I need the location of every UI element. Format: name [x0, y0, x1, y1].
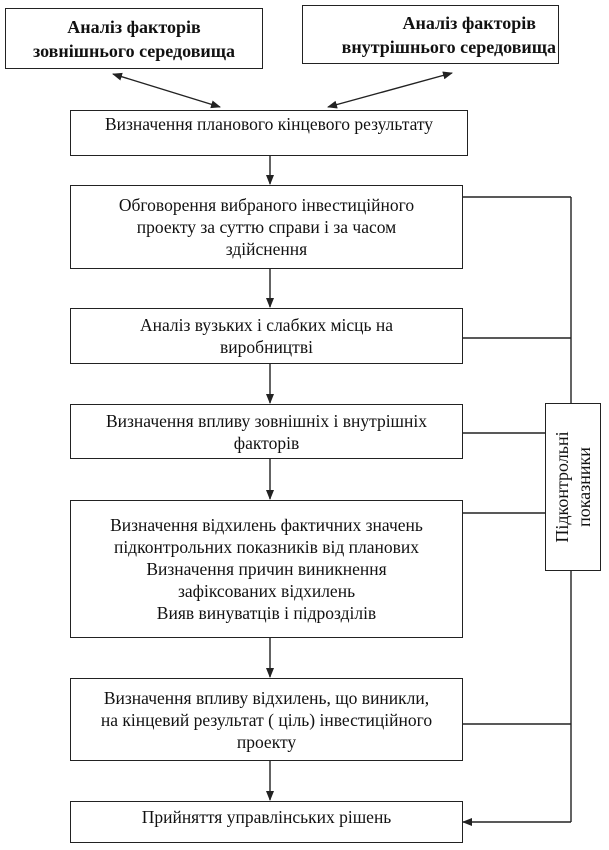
box-text-line: на кінцевий результат ( ціль) інвестицій… — [100, 709, 433, 730]
arrow-internal-to-plan — [327, 71, 453, 109]
arrow-external-to-plan — [112, 72, 221, 109]
box-text-line: показники — [574, 447, 594, 527]
box-text-line: Визначення планового кінцевого результат… — [104, 114, 434, 134]
box-text-line: Аналіз факторів — [402, 12, 536, 33]
box-text-line: Визначення впливу відхилень, що виникли, — [103, 687, 430, 708]
box-text-line: Аналіз факторів — [67, 16, 201, 37]
box-text-line: Визначення причин виникнення — [146, 559, 387, 579]
box-text-line: Вияв винуватців і підрозділів — [156, 603, 377, 623]
step-planned-result: Визначення планового кінцевого результат… — [70, 110, 468, 156]
box-text-line: факторів — [233, 432, 300, 453]
box-text-line: Аналіз вузьких і слабких місць на — [139, 315, 394, 335]
controlled-indicators-box: Підконтрольні показники — [545, 403, 601, 571]
external-factors-box: Аналіз факторів зовнішнього середовища — [5, 8, 263, 69]
box-text-line: Прийняття управлінських рішень — [141, 807, 392, 827]
box-text-line: виробництві — [220, 337, 313, 357]
step-management-decisions: Прийняття управлінських рішень — [70, 801, 463, 843]
box-text-line: зафіксованих відхилень — [177, 581, 356, 601]
box-text-line: здійснення — [225, 239, 308, 259]
step-deviation-impact: Визначення впливу відхилень, що виникли,… — [70, 678, 463, 761]
box-text-line: Підконтрольні — [552, 431, 572, 543]
step-project-discussion: Обговорення вибраного інвестиційного про… — [70, 185, 463, 269]
box-text-line: Визначення відхилень фактичних значень — [110, 515, 423, 535]
box-text-line: зовнішнього середовища — [33, 40, 235, 61]
step-factor-influence: Визначення впливу зовнішніх і внутрішніх… — [70, 404, 463, 459]
box-text-line: проекту — [236, 731, 297, 752]
step-deviation-analysis: Визначення відхилень фактичних значень п… — [70, 500, 463, 638]
box-text-line: проекту за суттю справи і за часом — [136, 217, 397, 237]
box-text-line: Визначення впливу зовнішніх і внутрішніх — [105, 410, 428, 431]
box-text-line: Обговорення вибраного інвестиційного — [118, 195, 415, 215]
step-bottleneck-analysis: Аналіз вузьких і слабких місць на виробн… — [70, 308, 463, 364]
box-text-line: підконтрольних показників від планових — [113, 537, 420, 557]
box-text-line: внутрішнього середовища — [341, 36, 556, 57]
controlled-indicators-label: Підконтрольні показники — [551, 431, 595, 542]
internal-factors-box: Аналіз факторів внутрішнього середовища — [302, 5, 559, 64]
